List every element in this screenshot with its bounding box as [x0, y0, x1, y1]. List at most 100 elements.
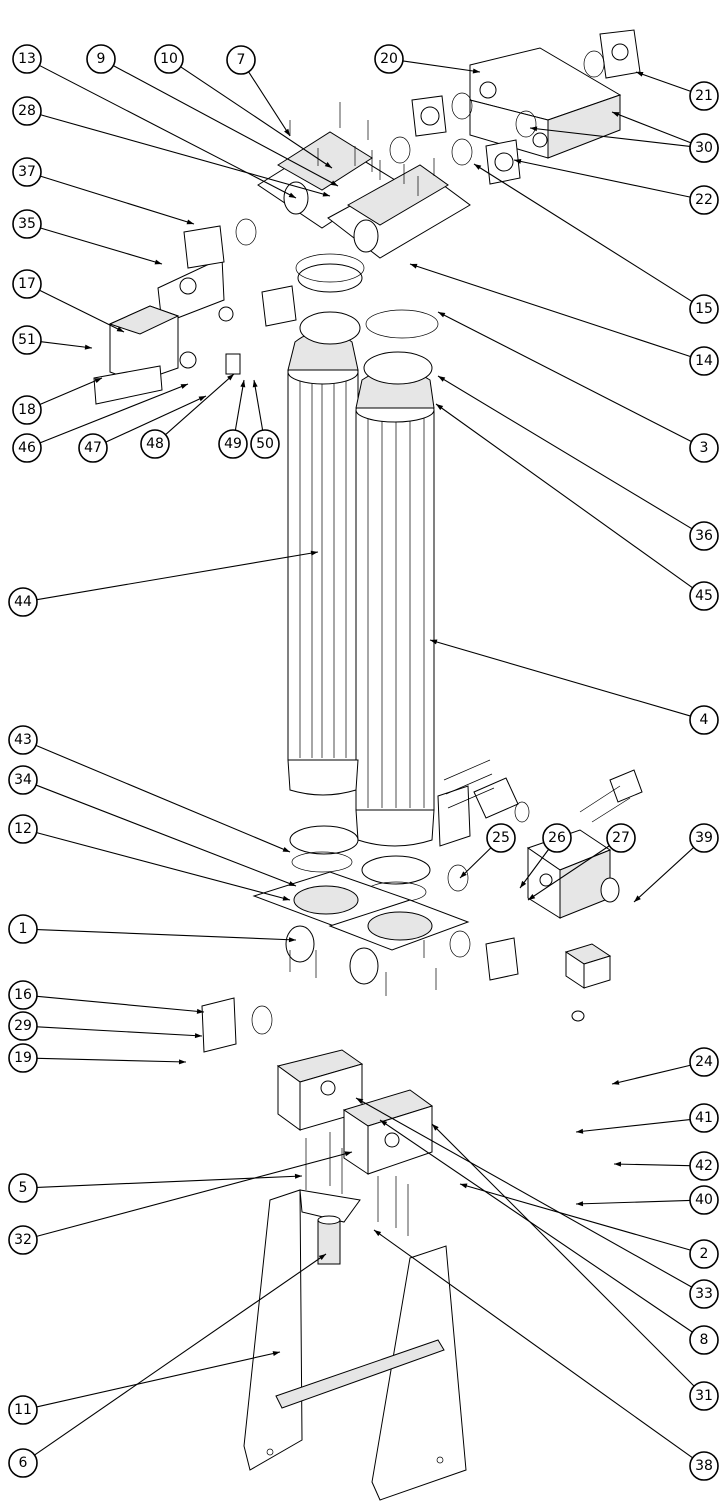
leader-arrow-31 — [432, 1124, 439, 1131]
leader-arrow-23 — [530, 126, 538, 132]
callout-1: 1 — [8, 914, 38, 944]
callout-circle — [689, 346, 719, 376]
leader-arrow-10 — [324, 162, 332, 168]
callout-16: 16 — [8, 980, 38, 1010]
callout-30: 30 — [689, 133, 719, 163]
leader-line-28 — [40, 114, 331, 197]
callout-45: 45 — [689, 581, 719, 611]
callout-label: 18 — [18, 402, 36, 418]
leader-arrow-29 — [194, 1033, 202, 1039]
solenoid-valve-42 — [564, 943, 612, 1022]
leader-line-13 — [39, 64, 297, 199]
callout-label: 21 — [695, 88, 713, 104]
callout-label: 30 — [695, 140, 713, 156]
callout-2: 2 — [689, 1239, 719, 1269]
callout-circle — [8, 587, 38, 617]
callout-label: 5 — [19, 1180, 28, 1196]
callout-14: 14 — [689, 346, 719, 376]
o-rings-top — [235, 50, 605, 246]
leader-arrow-27 — [528, 894, 536, 900]
callout-43: 43 — [8, 725, 38, 755]
leader-arrow-6 — [318, 1254, 326, 1261]
callout-9: 9 — [86, 44, 116, 74]
callout-38: 38 — [689, 1451, 719, 1481]
callout-circle — [8, 1011, 38, 1041]
callout-circle — [12, 269, 42, 299]
callout-label: 45 — [695, 588, 713, 604]
leader-line-34 — [35, 784, 297, 887]
leader-arrow-20 — [472, 68, 480, 74]
callout-label: 29 — [14, 1018, 32, 1034]
leader-arrow-33 — [356, 1098, 364, 1104]
callout-29: 29 — [8, 1011, 38, 1041]
callout-label: 13 — [18, 51, 36, 67]
callout-circle — [689, 1451, 719, 1481]
outlet-manifold-24 — [473, 769, 643, 919]
callout-circle — [486, 823, 516, 853]
leader-line-16 — [36, 995, 205, 1013]
callout-circle — [78, 433, 108, 463]
callout-circle — [8, 1395, 38, 1425]
callout-label: 25 — [492, 830, 510, 846]
callout-28: 28 — [12, 96, 42, 126]
callout-circle — [689, 81, 719, 111]
callout-circle — [606, 823, 636, 853]
leader-arrow-12 — [282, 895, 290, 901]
leader-line-4 — [429, 639, 691, 717]
callout-circle — [8, 914, 38, 944]
callout-bubbles: 1234567891011121314151617181920212223242… — [8, 44, 719, 1481]
leader-arrow-44 — [310, 550, 318, 556]
callout-15: 15 — [689, 294, 719, 324]
leader-line-24 — [611, 1064, 691, 1085]
callout-49: 49 — [218, 429, 248, 459]
callout-circle — [689, 705, 719, 735]
callout-33: 33 — [689, 1279, 719, 1309]
leader-arrow-8 — [380, 1120, 388, 1127]
leader-arrow-3 — [438, 312, 446, 318]
callout-27: 27 — [606, 823, 636, 853]
callout-circle — [140, 429, 170, 459]
leader-line-46 — [39, 383, 189, 444]
leader-arrow-41 — [576, 1128, 584, 1134]
callout-34: 34 — [8, 765, 38, 795]
callout-circle — [226, 45, 256, 75]
leader-line-22 — [513, 159, 691, 198]
callout-circle — [218, 429, 248, 459]
callout-44: 44 — [8, 587, 38, 617]
callout-22: 22 — [689, 185, 719, 215]
desiccant-column-left — [287, 263, 363, 761]
flange-21 — [599, 29, 641, 79]
leader-line-48 — [165, 373, 235, 436]
callout-label: 7 — [237, 52, 246, 68]
end-plate-16 — [201, 997, 273, 1053]
flange-top-left — [411, 95, 447, 137]
callout-24: 24 — [689, 1047, 719, 1077]
callout-label: 2 — [700, 1246, 709, 1262]
leader-line-31 — [431, 1123, 695, 1387]
callout-circle — [689, 133, 719, 163]
callout-label: 28 — [18, 103, 36, 119]
leader-line-2 — [459, 1183, 691, 1251]
callout-label: 50 — [256, 436, 274, 452]
leader-line-42 — [613, 1163, 691, 1167]
top-bolts — [289, 102, 435, 196]
leader-line-26 — [519, 848, 550, 889]
callout-25: 25 — [486, 823, 516, 853]
callout-label: 27 — [612, 830, 630, 846]
callout-label: 36 — [695, 528, 713, 544]
callout-label: 14 — [695, 353, 713, 369]
muffler-6 — [317, 1215, 341, 1265]
leader-arrow-25 — [460, 871, 467, 878]
leader-arrow-16 — [196, 1008, 204, 1014]
callout-label: 15 — [695, 301, 713, 317]
callout-40: 40 — [689, 1185, 719, 1215]
callout-circle — [250, 429, 280, 459]
callout-label: 3 — [700, 440, 709, 456]
callout-circle — [8, 1043, 38, 1073]
callout-circle — [689, 294, 719, 324]
callout-label: 20 — [380, 51, 398, 67]
leader-arrow-22 — [514, 158, 522, 164]
callout-47: 47 — [78, 433, 108, 463]
callout-8: 8 — [689, 1325, 719, 1355]
leader-arrow-35 — [154, 259, 162, 265]
